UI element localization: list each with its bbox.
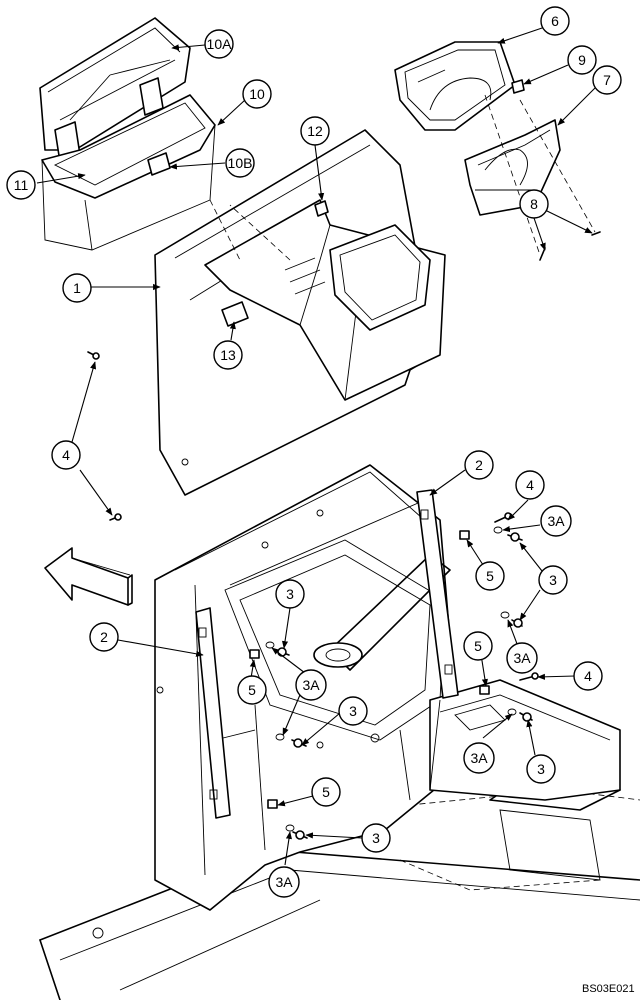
svg-text:3: 3: [537, 761, 545, 777]
svg-text:6: 6: [551, 13, 559, 29]
callout-9: 9: [567, 45, 597, 75]
forward-direction-arrow-icon: [44, 547, 133, 606]
callout-11: 11: [6, 170, 36, 200]
svg-text:10B: 10B: [228, 155, 253, 171]
callout-3-right-lower: 3: [526, 754, 556, 784]
callout-6: 6: [540, 6, 570, 36]
svg-text:9: 9: [578, 52, 586, 68]
callout-8: 8: [519, 189, 549, 219]
svg-text:5: 5: [322, 784, 330, 800]
svg-text:10: 10: [249, 86, 265, 102]
callout-3-left-lower: 3: [361, 823, 391, 853]
svg-text:2: 2: [100, 629, 108, 645]
callout-10: 10: [242, 79, 272, 109]
callout-5-right-upper: 5: [475, 561, 505, 591]
svg-text:8: 8: [530, 196, 538, 212]
callout-3-left-mid: 3: [338, 696, 368, 726]
callout-3a-left-lower: 3A: [268, 866, 300, 898]
callout-12: 12: [300, 116, 330, 146]
callout-10a: 10A: [204, 29, 234, 59]
callout-3-right-upper: 3: [538, 565, 568, 595]
storage-tray-assembly: [39, 17, 241, 261]
svg-text:3: 3: [372, 830, 380, 846]
callout-4-right: 4: [515, 470, 545, 500]
svg-text:4: 4: [62, 447, 70, 463]
callout-4-right-lower: 4: [573, 661, 603, 691]
callout-13: 13: [213, 340, 243, 370]
callout-3a-right-upper: 3A: [540, 505, 572, 537]
callout-3-left-upper: 3: [275, 579, 305, 609]
callout-3a-right-lower: 3A: [463, 742, 495, 774]
seat-cover-panel: [154, 129, 446, 496]
callout-2-left: 2: [89, 622, 119, 652]
callout-7: 7: [592, 65, 622, 95]
svg-text:3: 3: [549, 572, 557, 588]
callout-1: 1: [62, 273, 92, 303]
callout-2-right: 2: [464, 450, 494, 480]
svg-text:12: 12: [307, 123, 323, 139]
svg-text:1: 1: [73, 280, 81, 296]
svg-text:5: 5: [486, 568, 494, 584]
svg-text:3A: 3A: [275, 874, 293, 890]
callout-5-left-upper: 5: [237, 675, 267, 705]
callout-3a-right-mid: 3A: [506, 642, 538, 674]
fasteners: [87, 351, 539, 840]
leader-lines: [36, 26, 596, 866]
svg-text:4: 4: [584, 668, 592, 684]
svg-text:3: 3: [349, 703, 357, 719]
svg-text:5: 5: [474, 638, 482, 654]
svg-text:3A: 3A: [547, 513, 565, 529]
svg-text:3: 3: [286, 586, 294, 602]
svg-text:2: 2: [475, 457, 483, 473]
svg-text:7: 7: [603, 72, 611, 88]
svg-text:3A: 3A: [513, 650, 531, 666]
seat-rail-right: [416, 489, 459, 699]
svg-text:3A: 3A: [302, 677, 320, 693]
seat-rail-left: [195, 607, 231, 819]
svg-text:3A: 3A: [470, 750, 488, 766]
svg-text:10A: 10A: [207, 36, 233, 52]
callout-4-upper: 4: [51, 440, 81, 470]
drawing-reference: BS03E021: [582, 983, 635, 995]
svg-text:4: 4: [526, 477, 534, 493]
svg-text:5: 5: [248, 682, 256, 698]
callout-3a-left-upper: 3A: [295, 669, 327, 701]
svg-text:13: 13: [220, 347, 236, 363]
callout-5-left-lower: 5: [311, 777, 341, 807]
upper-cover-assembly: [394, 41, 601, 261]
callout-5-right-mid: 5: [463, 631, 493, 661]
callout-10b: 10B: [225, 148, 255, 178]
svg-text:11: 11: [14, 177, 29, 193]
